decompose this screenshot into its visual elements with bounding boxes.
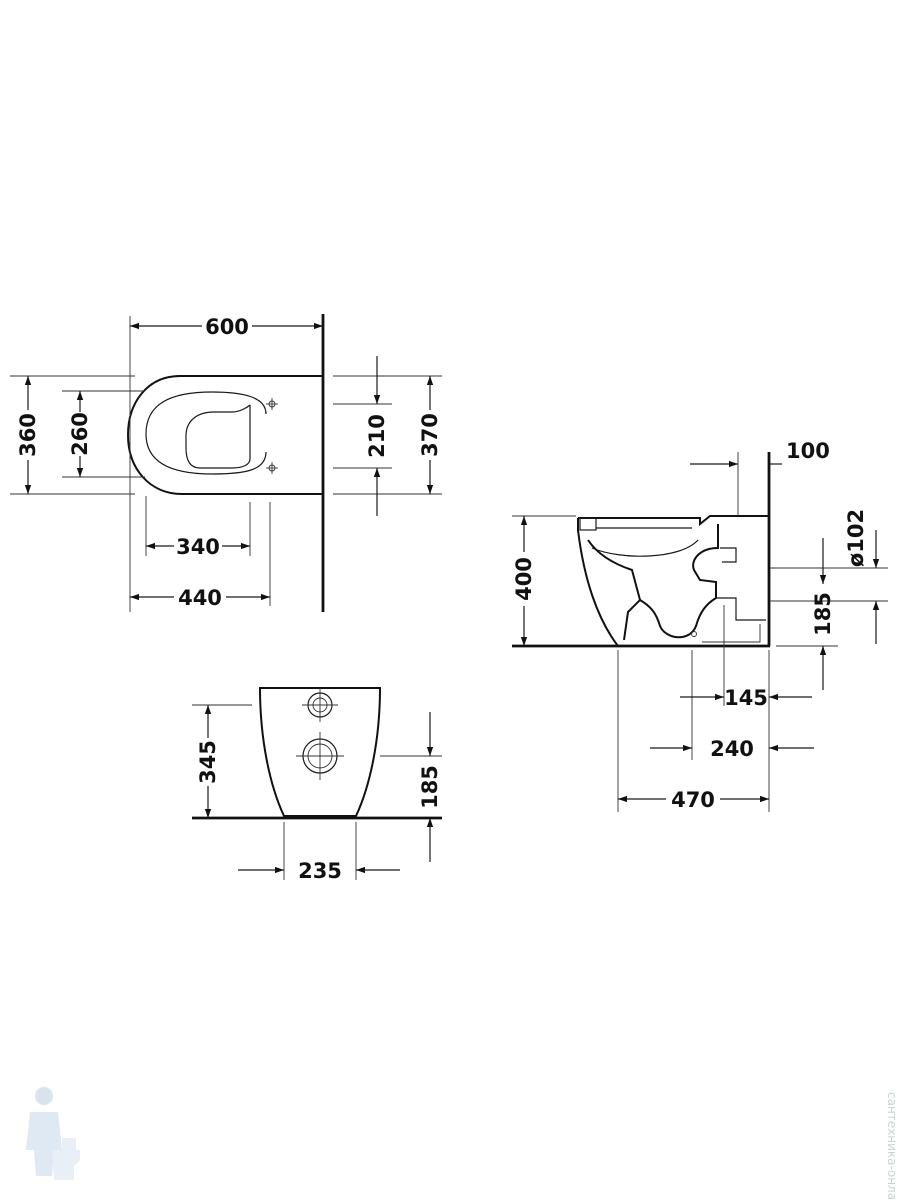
dim-label-340: 340	[176, 535, 220, 559]
toilet-top	[578, 515, 769, 527]
dim-label-210: 210	[365, 414, 389, 458]
dim-label-185-side: 185	[811, 592, 835, 636]
toilet-front	[577, 518, 619, 647]
dim-label-345: 345	[196, 740, 220, 784]
bowl-outline	[126, 375, 323, 495]
fixing-point	[266, 398, 278, 410]
dim-label-185-rear: 185	[418, 765, 442, 809]
dim-label-370: 370	[418, 413, 442, 457]
dim-label-260: 260	[68, 412, 92, 456]
outlet-hole	[296, 732, 344, 780]
dim-label-470: 470	[671, 788, 715, 812]
watermark-logo	[26, 1087, 80, 1180]
dim-label-360: 360	[16, 413, 40, 457]
dim-label-102: ø102	[844, 509, 868, 567]
extension-lines-rear	[192, 704, 442, 880]
seat-ring	[145, 391, 267, 475]
dim-label-145: 145	[724, 686, 768, 710]
flush-inlet	[720, 547, 737, 563]
dim-label-235: 235	[298, 859, 342, 883]
extension-lines-side	[512, 452, 888, 812]
fixing-point	[266, 462, 278, 474]
dim-label-400: 400	[512, 557, 536, 601]
bowl-rim	[591, 539, 699, 557]
rear-body-outline	[258, 687, 382, 817]
trapway	[587, 524, 719, 641]
dim-label-600: 600	[205, 315, 249, 339]
dim-label-240: 240	[710, 737, 754, 761]
outlet-pipe	[716, 597, 766, 621]
bowl-opening	[185, 404, 251, 469]
watermark-text: сантехника-онлайн.рф	[885, 1092, 899, 1200]
rear-view: 345 185 235	[192, 687, 442, 883]
drain-point	[691, 631, 697, 637]
inlet-hole	[302, 688, 338, 722]
side-view: 400 100 ø102 185 145 240 470	[512, 439, 888, 812]
dim-label-100: 100	[786, 439, 830, 463]
top-view: 600 360 260 210 370 340 440	[10, 314, 442, 612]
dim-label-440: 440	[178, 586, 222, 610]
seat-hinge	[579, 517, 597, 531]
base-rear	[702, 624, 761, 643]
